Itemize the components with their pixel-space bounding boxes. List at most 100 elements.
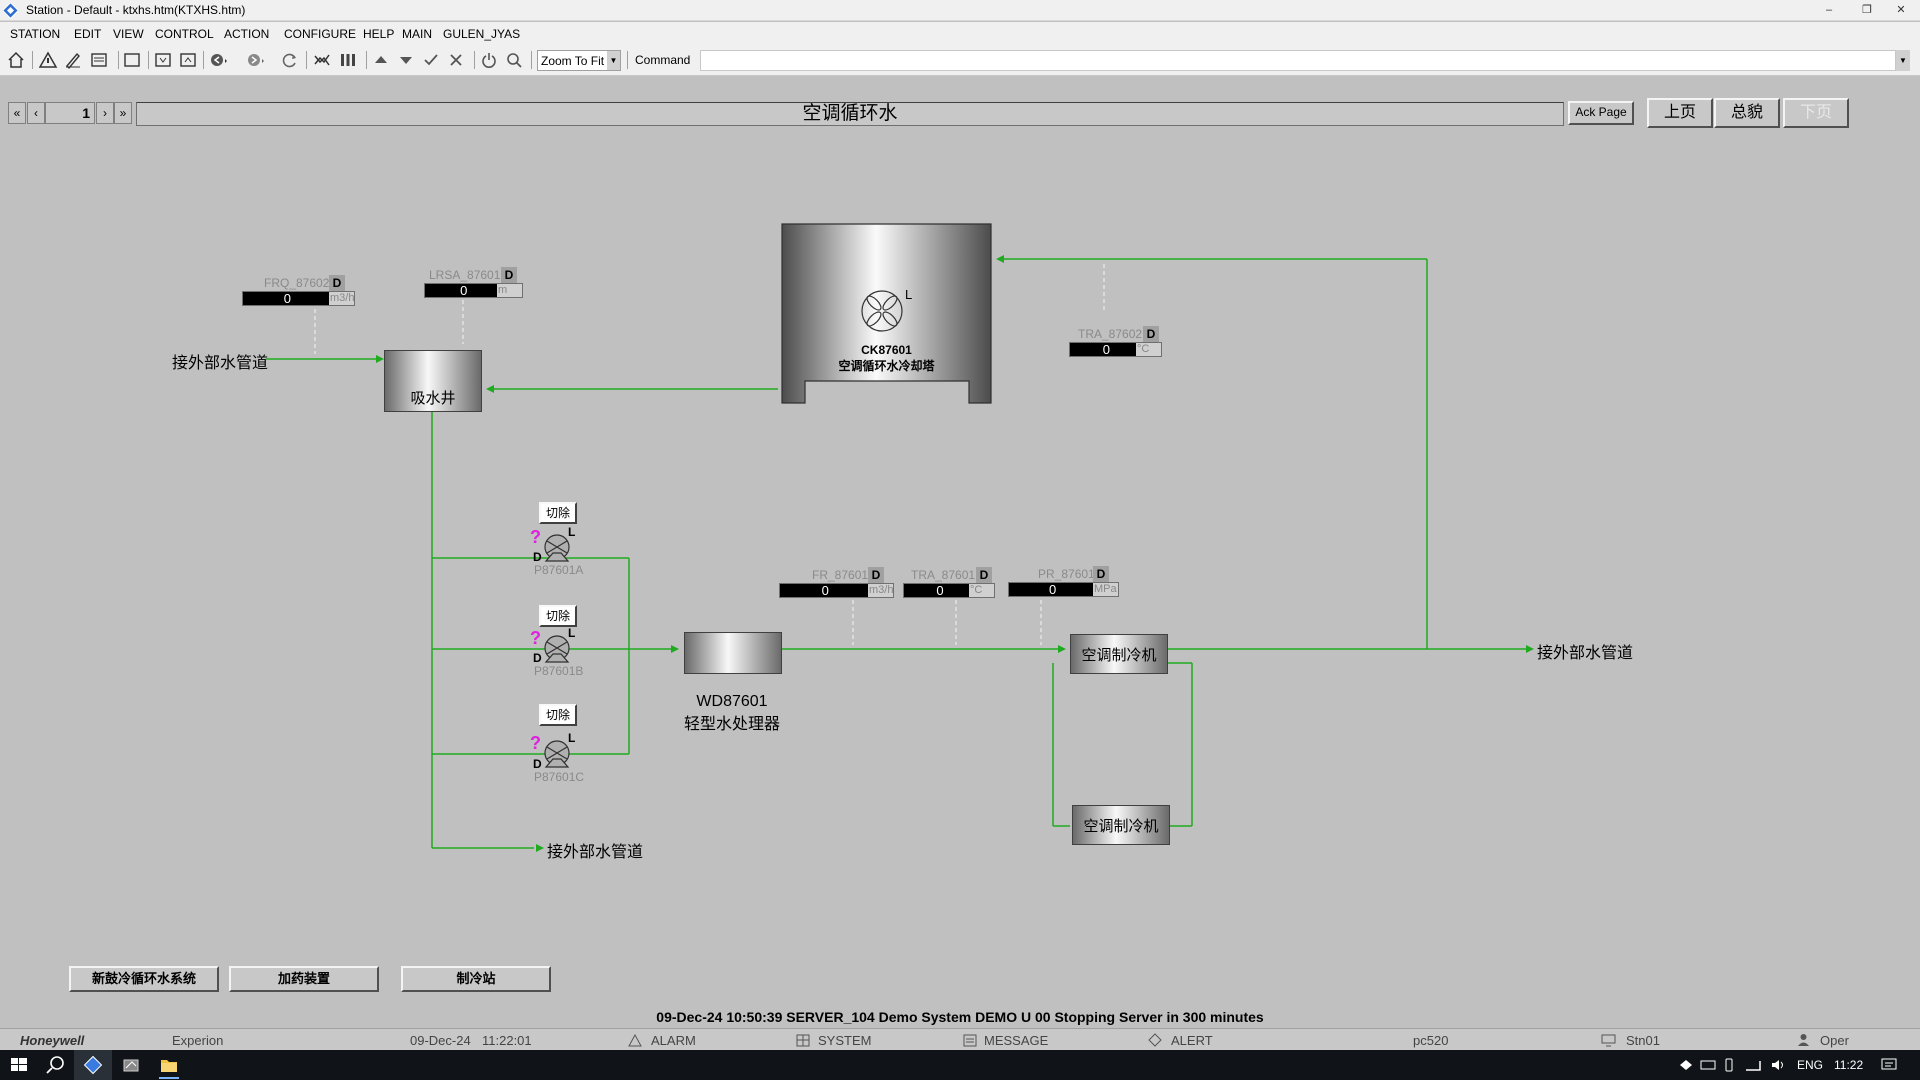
tag-value-lrsa-unit: m [497,284,522,297]
zoom-select[interactable]: Zoom To Fit [537,50,621,71]
volume-tray-icon[interactable] [1770,1058,1788,1072]
tag-value-pr[interactable]: 0 MPa [1008,582,1119,597]
toolbar-separator [203,51,204,69]
refresh-icon[interactable] [280,50,300,70]
usb-tray-icon[interactable] [1723,1057,1735,1073]
suction-well[interactable]: 吸水井 [384,350,482,412]
group-icon[interactable] [338,50,358,70]
pump-a-cut-button[interactable]: 切除 [539,502,577,524]
pump-b-mode: D [533,651,542,665]
station-name: Stn01 [1626,1033,1660,1048]
alarm-summary-icon[interactable] [38,50,58,70]
input-language[interactable]: ENG [1797,1058,1824,1072]
tag-value-lrsa[interactable]: 0 m [424,283,523,298]
cancel-icon[interactable] [446,50,466,70]
app-taskbar-icon[interactable] [112,1050,150,1080]
network-tray-icon[interactable] [1678,1058,1694,1072]
tag-value-tra-mid[interactable]: 0 °C [903,583,995,598]
back-icon[interactable] [208,50,228,70]
keyboard-tray-icon[interactable] [1700,1058,1716,1072]
pump-c-cut-button[interactable]: 切除 [539,704,577,726]
wifi-tray-icon[interactable] [1744,1058,1762,1072]
last-page-button[interactable]: » [114,102,132,124]
menu-edit[interactable]: EDIT [74,27,102,41]
alert-indicator[interactable]: ALERT [1171,1033,1213,1048]
tag-value-frq[interactable]: 0 m3/h [242,291,355,306]
tag-value-fr[interactable]: 0 m3/h [779,583,894,598]
ack-page-button[interactable]: Ack Page [1568,101,1634,125]
toolbar-separator [474,51,475,69]
nav-new-cooling-water-button[interactable]: 新鼓冷循环水系统 [69,966,219,992]
toolbar-separator [531,51,532,69]
message-indicator[interactable]: MESSAGE [984,1033,1049,1048]
pump-a-status-icon: ? [530,527,541,547]
chiller-2[interactable]: 空调制冷机 [1072,805,1170,845]
pump-a-mode: D [533,550,542,564]
forward-icon[interactable] [245,50,265,70]
tag-value-tra-top-unit: °C [1136,343,1161,356]
menu-view[interactable]: VIEW [113,27,144,41]
cooling-tower [781,223,992,404]
menu-configure[interactable]: CONFIGURE [284,27,356,41]
menu-main[interactable]: MAIN [402,27,432,41]
menu-gulen-jyas[interactable]: GULEN_JYAS [443,27,521,41]
tag-name-tra-top: TRA_87602 [1078,327,1143,341]
command-input[interactable] [700,50,1896,71]
tag-value-pr-number: 0 [1048,582,1057,597]
page-title: 空调循环水 [136,102,1564,126]
raise-icon[interactable] [371,50,391,70]
tag-value-frq-unit: m3/h [329,292,355,305]
search-icon[interactable] [36,1050,74,1080]
page-up-icon[interactable] [178,50,198,70]
next-number-button[interactable]: › [96,102,114,124]
chiller-1[interactable]: 空调制冷机 [1070,634,1168,674]
page-down-icon[interactable] [153,50,173,70]
tower-name: 空调循环水冷却塔 [838,359,935,373]
command-dropdown-icon[interactable]: ▼ [1896,50,1910,71]
next-page-button[interactable]: 下页 [1783,98,1849,128]
menu-station[interactable]: STATION [10,27,61,41]
trend-icon[interactable] [312,50,332,70]
system-indicator[interactable]: SYSTEM [818,1033,872,1048]
restore-button[interactable]: ❐ [1862,4,1872,16]
close-button[interactable]: ✕ [1896,4,1906,16]
home-icon[interactable] [6,50,26,70]
page-number-field[interactable]: 1 [45,102,95,124]
zoom-dropdown-icon[interactable]: ▼ [607,51,620,70]
menu-action[interactable]: ACTION [224,27,270,41]
water-treater[interactable] [684,632,782,674]
menu-help[interactable]: HELP [363,27,395,41]
tag-name-frq: FRQ_87602 [264,276,330,290]
event-icon[interactable] [63,50,83,70]
first-page-button[interactable]: « [8,102,26,124]
tag-mode-tra-top: D [1143,326,1159,342]
tag-value-tra-top[interactable]: 0 °C [1069,342,1162,357]
display-icon[interactable] [122,50,142,70]
message-icon [963,1034,977,1047]
acknowledge-icon[interactable] [421,50,441,70]
station-taskbar-icon[interactable] [74,1050,112,1080]
alarm-indicator[interactable]: ALARM [651,1033,696,1048]
nav-refrigeration-station-button[interactable]: 制冷站 [401,966,551,992]
pump-b-cut-button[interactable]: 切除 [539,605,577,627]
prev-number-button[interactable]: ‹ [27,102,45,124]
minimize-button[interactable]: – [1825,4,1833,16]
toolbar-separator [627,51,628,69]
menu-control[interactable]: CONTROL [155,27,214,41]
file-explorer-icon[interactable] [150,1050,188,1080]
message-summary-icon[interactable] [89,50,109,70]
prev-page-button[interactable]: 上页 [1647,98,1713,128]
search-icon[interactable] [504,50,524,70]
tag-value-pr-unit: MPa [1093,583,1118,596]
notification-icon[interactable] [1881,1058,1897,1072]
tag-name-pr: PR_87601 [1038,567,1095,581]
station-app-icon [3,3,18,18]
overview-button[interactable]: 总貌 [1714,98,1780,128]
power-icon[interactable] [479,50,499,70]
lower-icon[interactable] [396,50,416,70]
windows-start-icon[interactable] [0,1050,38,1080]
toolbar: Zoom To Fit ▼ Command ▼ [0,46,1920,76]
nav-dosing-device-button[interactable]: 加药装置 [229,966,379,992]
pump-icon [544,534,570,768]
taskbar-clock[interactable]: 11:22 [1834,1058,1864,1072]
